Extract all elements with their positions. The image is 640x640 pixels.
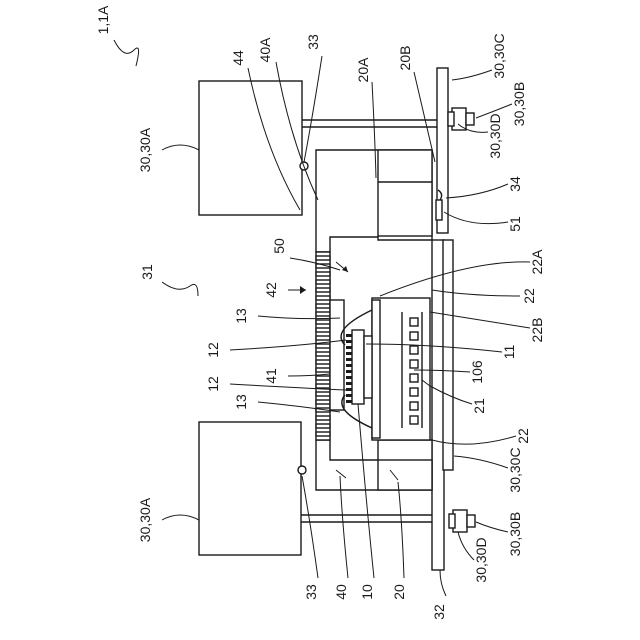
label-40a: 40A <box>257 37 273 63</box>
label-22-top: 22 <box>521 288 537 304</box>
label-12-top: 12 <box>205 342 221 358</box>
module-30a-top <box>199 81 302 215</box>
label-42: 42 <box>263 282 279 298</box>
label-12-bottom: 12 <box>205 376 221 392</box>
label-33-bottom: 33 <box>303 584 319 600</box>
label-30a-top: 30,30A <box>137 127 153 172</box>
label-13-top: 13 <box>233 308 249 324</box>
label-50: 50 <box>271 238 287 254</box>
label-10: 10 <box>359 584 375 600</box>
label-106: 106 <box>469 360 485 384</box>
block-20 <box>378 460 432 490</box>
heatsink-42 <box>316 252 330 440</box>
fastener-30d-top <box>448 112 454 126</box>
label-22-bottom: 22 <box>515 428 531 444</box>
die-10 <box>352 330 364 404</box>
interposer-11 <box>364 336 372 398</box>
base-41 <box>330 300 344 410</box>
spring-33-bottom <box>298 466 306 474</box>
label-44: 44 <box>230 50 246 66</box>
fastener-30d-bottom <box>449 514 455 528</box>
label-34: 34 <box>507 176 523 192</box>
label-41: 41 <box>263 368 279 384</box>
label-33-top: 33 <box>305 34 321 50</box>
connector-51 <box>436 200 442 220</box>
label-11: 11 <box>501 345 517 360</box>
label-30a-bottom: 30,30A <box>137 497 153 542</box>
label-31: 31 <box>139 264 155 280</box>
figure-reference-label: 1,1A <box>95 5 111 34</box>
label-32: 32 <box>431 604 447 620</box>
label-30c-top: 30,30C <box>491 33 507 78</box>
label-22b: 22B <box>529 318 545 343</box>
module-30a-bottom <box>199 422 301 555</box>
label-30c-bottom: 30,30C <box>507 447 523 492</box>
board-32 <box>432 240 444 570</box>
label-30d-bottom: 30,30D <box>473 537 489 582</box>
block-20a <box>378 150 432 236</box>
label-51: 51 <box>507 216 523 232</box>
label-13-bottom: 13 <box>233 394 249 410</box>
label-20a: 20A <box>355 57 371 83</box>
label-22a: 22A <box>529 249 545 275</box>
label-30d-top: 30,30D <box>487 113 503 158</box>
label-40: 40 <box>333 584 349 600</box>
label-30b-bottom: 30,30B <box>507 512 523 556</box>
label-30b-top: 30,30B <box>511 82 527 126</box>
label-21: 21 <box>471 398 487 414</box>
label-20: 20 <box>391 584 407 600</box>
label-20b: 20B <box>397 46 413 71</box>
